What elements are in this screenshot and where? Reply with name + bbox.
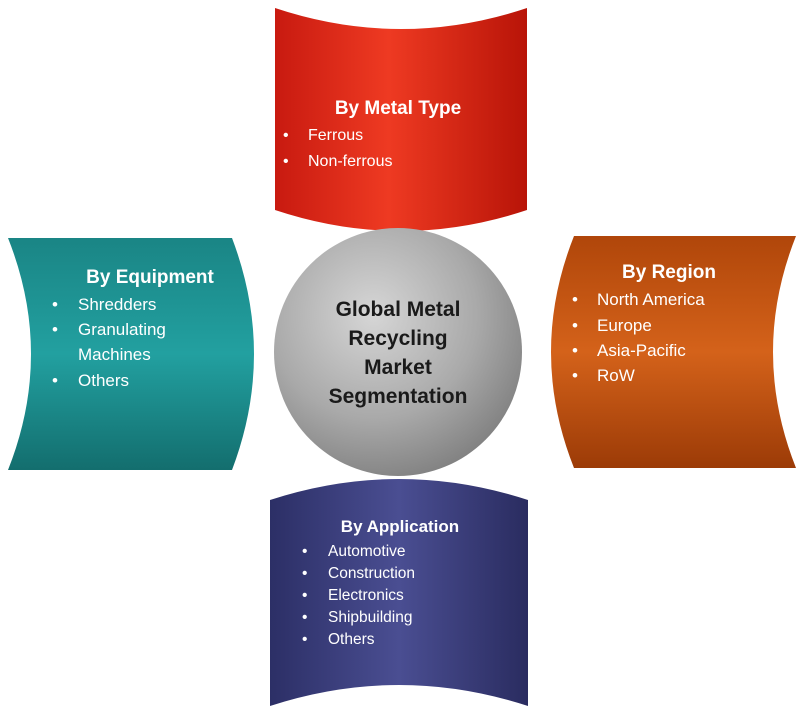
segment-equipment-title: By Equipment xyxy=(86,267,214,288)
segment-region-item: North America xyxy=(597,290,705,309)
segment-metal-type: By Metal Type • Ferrous • Non-ferrous xyxy=(275,8,527,231)
segment-equipment: By Equipment • Shredders • Granulating M… xyxy=(8,238,254,470)
segment-region-bullet: • xyxy=(572,316,578,335)
segment-equipment-bullet: • xyxy=(52,371,58,390)
segment-metal-type-item: Non-ferrous xyxy=(308,153,392,170)
segment-region-bullet: • xyxy=(572,341,578,360)
segment-metal-type-item: Ferrous xyxy=(308,127,363,144)
segment-region-item: Asia-Pacific xyxy=(597,341,686,360)
segment-region-title: By Region xyxy=(622,262,716,283)
segment-application-bullet: • xyxy=(302,543,307,560)
segment-application-bullet: • xyxy=(302,631,307,648)
segment-region: By Region • North America • Europe • Asi… xyxy=(551,236,796,468)
segment-equipment-bullet: • xyxy=(52,295,58,314)
segment-metal-type-bullet: • xyxy=(283,153,289,170)
segment-equipment-bullet: • xyxy=(52,320,58,339)
segment-application-shape xyxy=(270,479,528,706)
segment-metal-type-shape xyxy=(275,8,527,231)
segment-equipment-item: Others xyxy=(78,371,129,390)
segment-application-item: Automotive xyxy=(328,543,406,560)
center-node: Global Metal Recycling Market Segmentati… xyxy=(274,228,522,476)
center-title-line: Recycling xyxy=(348,327,447,350)
segment-region-item: RoW xyxy=(597,366,635,385)
segment-application-bullet: • xyxy=(302,587,307,604)
segment-equipment-item: Granulating xyxy=(78,320,166,339)
segment-equipment-item: Machines xyxy=(78,345,151,364)
segment-application-bullet: • xyxy=(302,565,307,582)
segment-application-title: By Application xyxy=(341,517,459,536)
segment-application-item: Electronics xyxy=(328,587,404,604)
center-title-line: Market xyxy=(364,356,432,379)
center-title-line: Segmentation xyxy=(329,385,468,408)
segment-application-item: Others xyxy=(328,631,375,648)
segment-application-item: Shipbuilding xyxy=(328,609,412,626)
segment-metal-type-bullet: • xyxy=(283,127,289,144)
segment-metal-type-title: By Metal Type xyxy=(335,98,461,119)
segment-equipment-shape xyxy=(8,238,254,470)
center-circle xyxy=(274,228,522,476)
center-title-line: Global Metal xyxy=(336,298,461,321)
segment-application: By Application • Automotive • Constructi… xyxy=(270,479,528,706)
segment-region-shape xyxy=(551,236,796,468)
segment-application-bullet: • xyxy=(302,609,307,626)
segment-region-bullet: • xyxy=(572,290,578,309)
segment-equipment-item: Shredders xyxy=(78,295,156,314)
segment-application-item: Construction xyxy=(328,565,415,582)
segment-region-bullet: • xyxy=(572,366,578,385)
segment-region-item: Europe xyxy=(597,316,652,335)
